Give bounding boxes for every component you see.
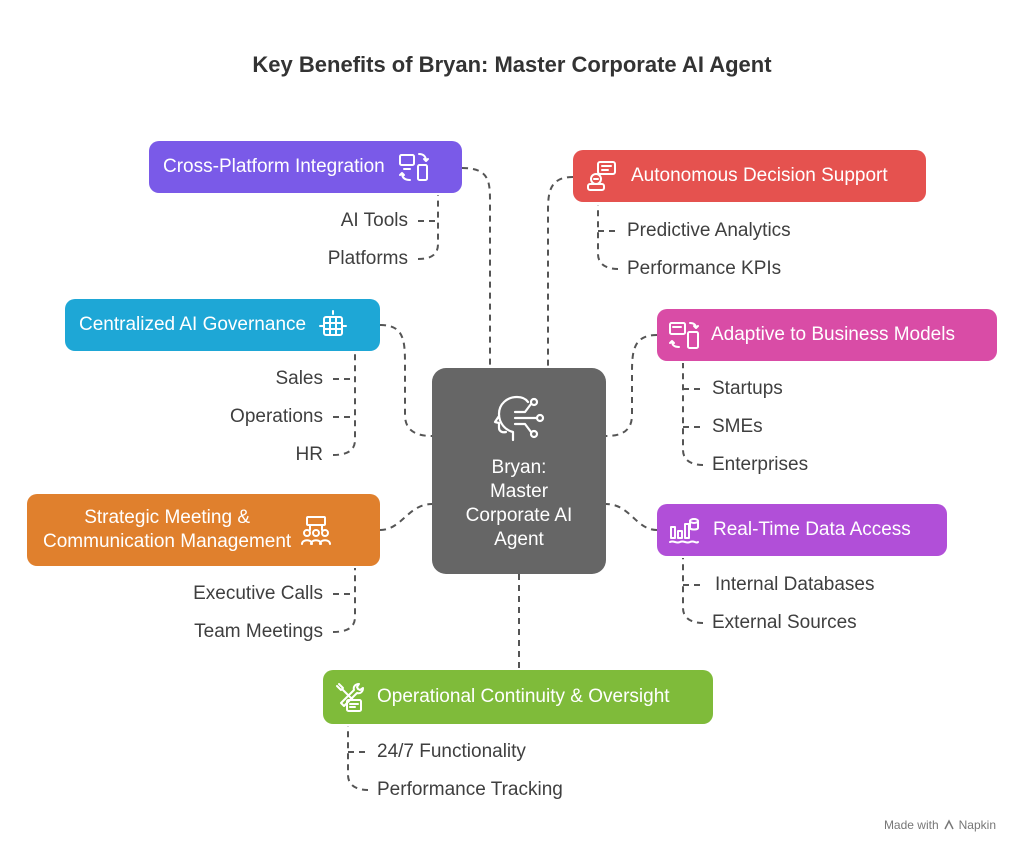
item-team-meetings: Team Meetings	[194, 621, 323, 642]
center-line-2: Master	[489, 481, 549, 502]
item-smes: SMEs	[712, 416, 763, 437]
governance-icon	[319, 310, 348, 336]
link-meeting	[379, 503, 433, 531]
node-continuity-label: Operational Continuity & Oversight	[377, 686, 670, 707]
item-sales: Sales	[275, 368, 323, 389]
link-cross-platform	[461, 167, 491, 368]
node-meeting-label-line2: Communication Management	[43, 531, 292, 552]
node-governance: Centralized AI Governance	[65, 299, 380, 351]
link-enterprises	[682, 363, 704, 466]
link-realtime	[605, 503, 658, 531]
item-hr: HR	[295, 444, 323, 465]
napkin-logo-icon	[943, 819, 954, 830]
item-operations: Operations	[230, 406, 323, 427]
node-meeting-label-line1: Strategic Meeting &	[84, 507, 250, 528]
node-realtime-label: Real-Time Data Access	[713, 519, 911, 540]
ai-head-icon	[493, 395, 545, 442]
item-predictive-analytics: Predictive Analytics	[627, 220, 791, 241]
link-platforms	[417, 195, 439, 260]
item-internal-databases: Internal Databases	[715, 574, 875, 595]
link-hr	[332, 353, 356, 456]
item-executive-calls: Executive Calls	[193, 583, 323, 604]
link-tracking	[347, 726, 369, 791]
link-external	[682, 558, 704, 624]
center-line-4: Agent	[494, 529, 544, 550]
item-247-functionality: 24/7 Functionality	[377, 741, 526, 762]
node-adaptive: Adaptive to Business Models	[657, 309, 997, 361]
link-decision	[547, 176, 574, 368]
node-continuity: Operational Continuity & Oversight	[323, 670, 713, 724]
item-platforms: Platforms	[327, 248, 408, 269]
item-performance-kpis: Performance KPIs	[627, 258, 782, 279]
adaptive-devices-icon	[669, 322, 699, 349]
oversight-tools-icon	[336, 683, 364, 712]
footer-text: Made with	[883, 818, 939, 832]
devices-sync-icon	[398, 153, 429, 181]
node-decision: Autonomous Decision Support	[573, 150, 926, 202]
link-adaptive	[605, 334, 658, 437]
item-performance-tracking: Performance Tracking	[377, 779, 563, 800]
robot-chat-icon	[587, 161, 616, 191]
center-node: Bryan: Master Corporate AI Agent	[432, 368, 606, 574]
link-kpis	[597, 205, 619, 270]
node-meeting: Strategic Meeting & Communication Manage…	[27, 494, 380, 566]
node-cross-platform-label: Cross-Platform Integration	[163, 156, 385, 177]
item-startups: Startups	[712, 378, 783, 399]
footer-brand: Napkin	[958, 818, 996, 832]
node-decision-label: Autonomous Decision Support	[631, 165, 888, 186]
item-external-sources: External Sources	[712, 612, 857, 633]
node-adaptive-label: Adaptive to Business Models	[711, 324, 955, 345]
node-realtime: Real-Time Data Access	[657, 504, 947, 556]
item-ai-tools: AI Tools	[340, 210, 408, 231]
diagram-title: Key Benefits of Bryan: Master Corporate …	[252, 52, 772, 77]
center-line-3: Corporate AI	[465, 505, 573, 526]
link-team-meetings	[332, 568, 356, 633]
meeting-icon	[301, 516, 332, 545]
footer-credit: Made with Napkin	[884, 818, 996, 832]
item-enterprises: Enterprises	[712, 454, 809, 475]
data-chart-icon	[669, 518, 699, 544]
node-cross-platform: Cross-Platform Integration	[149, 141, 462, 193]
center-line-1: Bryan:	[491, 457, 547, 478]
node-governance-label: Centralized AI Governance	[79, 314, 307, 335]
link-governance	[379, 324, 433, 437]
